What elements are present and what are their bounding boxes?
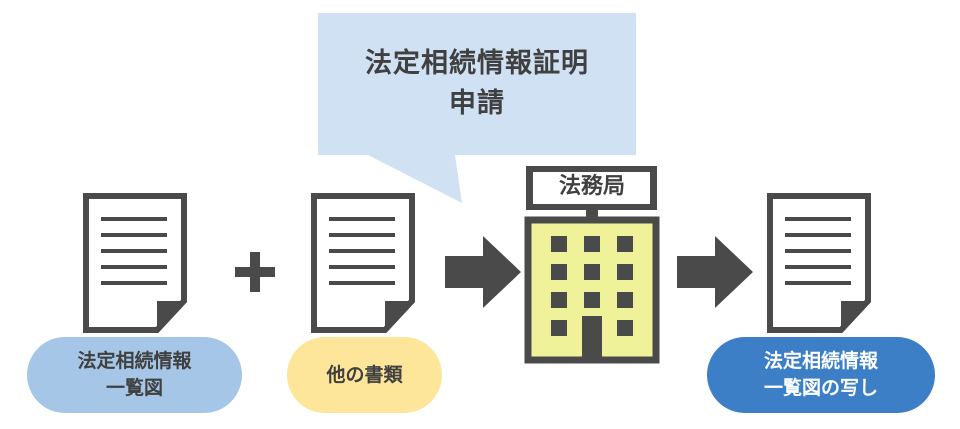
arrow-right-icon [677,236,753,308]
building-sign: 法務局 [558,174,625,199]
callout-line1: 法定相続情報証明 [365,48,589,79]
label-copy-line1: 法定相続情報 [763,350,878,372]
document-icon-other [311,193,415,333]
callout-text: 法定相続情報証明 申請 [318,44,636,124]
arrow-right-icon [445,236,521,308]
document-icon-list [83,193,187,333]
callout-line2: 申請 [449,88,505,119]
label-inheritance-list: 法定相続情報 一覧図 [27,337,242,413]
label-other-documents: 他の書類 [287,337,442,413]
label-list-copy: 法定相続情報 一覧図の写し [707,337,935,413]
document-icon-copy [767,193,871,333]
plus-icon [235,252,275,292]
label-list-line1: 法定相続情報 [77,350,192,372]
label-list-line2: 一覧図 [105,377,163,399]
label-other-docs: 他の書類 [326,363,403,386]
label-copy-line2: 一覧図の写し [763,377,878,399]
